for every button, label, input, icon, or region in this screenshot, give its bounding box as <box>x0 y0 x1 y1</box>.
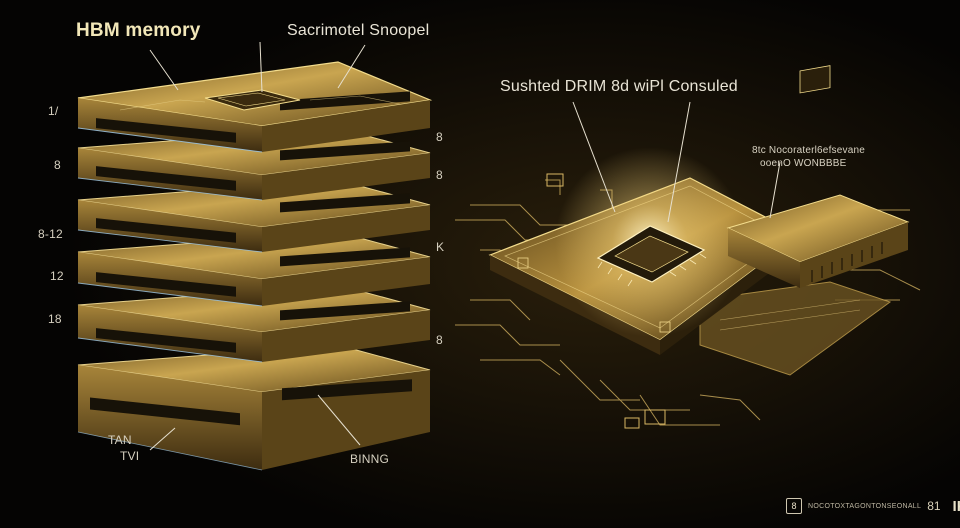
brand-text: NOCOTOXTAGONTONSEONALL <box>808 503 921 510</box>
left-marker: 1/ <box>48 104 58 118</box>
right-marker: 8 <box>436 130 443 144</box>
right-marker: 8 <box>436 168 443 182</box>
brand-watermark: 8 NOCOTOXTAGONTONSEONALL 81 IK <box>786 497 960 515</box>
brand-number: 81 <box>927 499 940 513</box>
label-top-callout: Sacrimotel Snoopel <box>287 22 429 40</box>
brand-logo: IK <box>953 498 960 515</box>
label-board-callout: Sushted DRIM 8d wiPl Consuled <box>500 78 738 96</box>
left-marker: 8-12 <box>38 227 63 241</box>
hbm-stack <box>78 42 430 470</box>
label-tsv: TAN TVI <box>108 432 139 464</box>
note-line-1: 8tc Nocoraterl6efsevane <box>752 144 865 157</box>
right-marker: K <box>436 240 444 254</box>
label-bonding: BINNG <box>350 452 389 466</box>
tsv-line-2: TVI <box>120 448 139 464</box>
left-marker: 18 <box>48 312 62 326</box>
label-module-note: 8tc Nocoraterl6efsevane ooenO WONBBBE <box>752 144 865 170</box>
tsv-line-1: TAN <box>108 432 139 448</box>
brand-box-icon: 8 <box>786 498 802 514</box>
note-line-2: ooenO WONBBBE <box>760 157 865 170</box>
left-marker: 8 <box>54 158 61 172</box>
right-marker: 8 <box>436 333 443 347</box>
left-marker: 12 <box>50 269 64 283</box>
diagram-title: HBM memory <box>76 20 200 42</box>
